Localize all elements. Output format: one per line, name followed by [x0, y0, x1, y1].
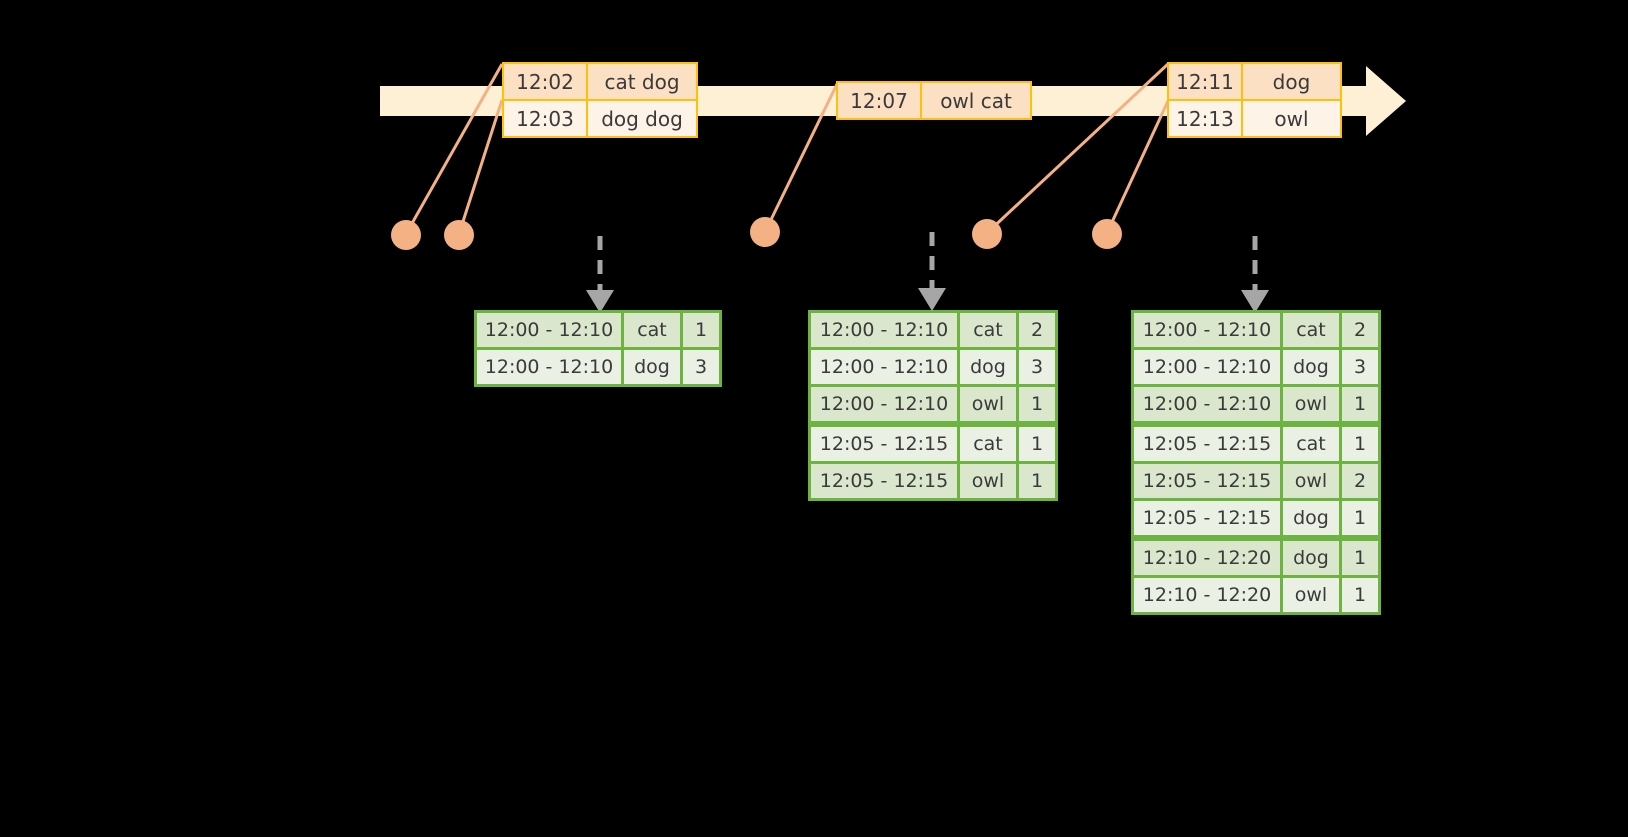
cell-window: 12:00 - 12:10: [811, 313, 957, 347]
cell-key: cat: [1283, 313, 1339, 347]
cell-key: owl: [1283, 464, 1339, 498]
cell-window: 12:05 - 12:15: [811, 427, 957, 461]
cell-key: dog: [1283, 501, 1339, 535]
cell-count: 3: [683, 350, 719, 384]
event-marker-dot: [391, 220, 421, 250]
cell-window: 12:05 - 12:15: [811, 464, 957, 498]
cell-window: 12:05 - 12:15: [1134, 464, 1280, 498]
cell-count: 2: [1342, 464, 1378, 498]
timeline-event-2[interactable]: 12:07 owl cat: [836, 81, 1032, 120]
cell-window: 12:00 - 12:10: [477, 313, 621, 347]
timeline-event-0-time: 12:02: [504, 64, 588, 99]
timeline-event-1-words: dog dog: [588, 101, 696, 136]
cell-key: owl: [960, 387, 1016, 421]
cell-window: 12:00 - 12:10: [1134, 350, 1280, 384]
timeline-event-4-words: owl: [1243, 101, 1340, 136]
event-marker-dots: [391, 217, 1122, 250]
cell-key: dog: [1283, 541, 1339, 575]
cell-key: owl: [960, 464, 1016, 498]
cell-key: dog: [624, 350, 680, 384]
event-marker-dot: [750, 217, 780, 247]
timeline-event-1-time: 12:03: [504, 101, 588, 136]
event-marker-dot: [972, 219, 1002, 249]
cell-key: owl: [1283, 387, 1339, 421]
timeline-event-0[interactable]: 12:02 cat dog: [502, 62, 698, 101]
cell-count: 3: [1342, 350, 1378, 384]
cell-window: 12:05 - 12:15: [1134, 501, 1280, 535]
emit-arrows: [597, 232, 1258, 292]
cell-count: 1: [1019, 464, 1055, 498]
timeline-event-3[interactable]: 12:11 dog: [1167, 62, 1342, 101]
cell-count: 2: [1342, 313, 1378, 347]
cell-key: cat: [960, 313, 1016, 347]
timeline-event-2-time: 12:07: [838, 83, 922, 118]
timeline-event-1[interactable]: 12:03 dog dog: [502, 99, 698, 138]
cell-window: 12:00 - 12:10: [1134, 313, 1280, 347]
cell-count: 1: [683, 313, 719, 347]
cell-key: cat: [624, 313, 680, 347]
cell-count: 1: [1342, 541, 1378, 575]
cell-count: 1: [1019, 387, 1055, 421]
cell-window: 12:10 - 12:20: [1134, 541, 1280, 575]
cell-count: 1: [1342, 387, 1378, 421]
cell-key: cat: [960, 427, 1016, 461]
cell-window: 12:00 - 12:10: [1134, 387, 1280, 421]
timeline-event-3-words: dog: [1243, 64, 1340, 99]
event-marker-dot: [1092, 219, 1122, 249]
cell-window: 12:00 - 12:10: [811, 387, 957, 421]
cell-window: 12:10 - 12:20: [1134, 578, 1280, 612]
cell-key: cat: [1283, 427, 1339, 461]
cell-key: owl: [1283, 578, 1339, 612]
timeline-event-3-time: 12:11: [1169, 64, 1243, 99]
cell-count: 1: [1019, 427, 1055, 461]
cell-window: 12:00 - 12:10: [811, 350, 957, 384]
cell-count: 1: [1342, 578, 1378, 612]
cell-count: 2: [1019, 313, 1055, 347]
cell-window: 12:00 - 12:10: [477, 350, 621, 384]
cell-window: 12:05 - 12:15: [1134, 427, 1280, 461]
cell-key: dog: [960, 350, 1016, 384]
timeline-event-0-words: cat dog: [588, 64, 696, 99]
timeline-event-4-time: 12:13: [1169, 101, 1243, 136]
cell-count: 1: [1342, 427, 1378, 461]
timeline-event-4[interactable]: 12:13 owl: [1167, 99, 1342, 138]
cell-count: 3: [1019, 350, 1055, 384]
cell-key: dog: [1283, 350, 1339, 384]
timeline-event-2-words: owl cat: [922, 83, 1030, 118]
event-marker-dot: [444, 220, 474, 250]
cell-count: 1: [1342, 501, 1378, 535]
